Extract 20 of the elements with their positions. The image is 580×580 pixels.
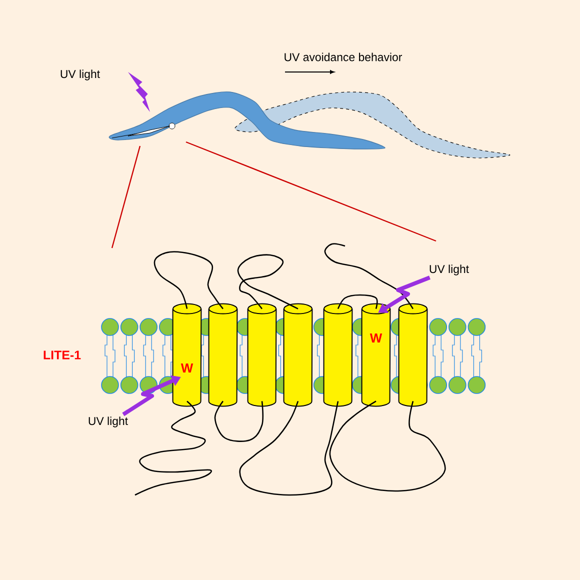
protein-loop bbox=[329, 400, 446, 492]
helix-cylinder bbox=[323, 303, 353, 407]
helix-cylinder bbox=[247, 303, 277, 407]
protein-loop bbox=[337, 294, 378, 310]
caption-label: UV light bbox=[430, 264, 469, 276]
helix-cylinder: W bbox=[172, 303, 202, 407]
helix-cylinder bbox=[208, 303, 238, 407]
caption-label: UV avoidance behavior bbox=[284, 52, 402, 62]
protein-loop bbox=[154, 251, 224, 310]
protein-loop bbox=[324, 243, 414, 310]
helix-cylinder bbox=[398, 303, 428, 407]
caption-label: UV light bbox=[60, 70, 100, 80]
helix-cylinder: W bbox=[361, 303, 391, 407]
protein-loop bbox=[214, 400, 264, 442]
protein-loop bbox=[239, 400, 339, 496]
protein-name: LITE-1 bbox=[44, 350, 81, 360]
helix-cylinder bbox=[283, 303, 313, 407]
protein-loop bbox=[134, 400, 212, 496]
caption-label: UV light bbox=[88, 416, 128, 428]
protein-loop bbox=[237, 254, 298, 310]
